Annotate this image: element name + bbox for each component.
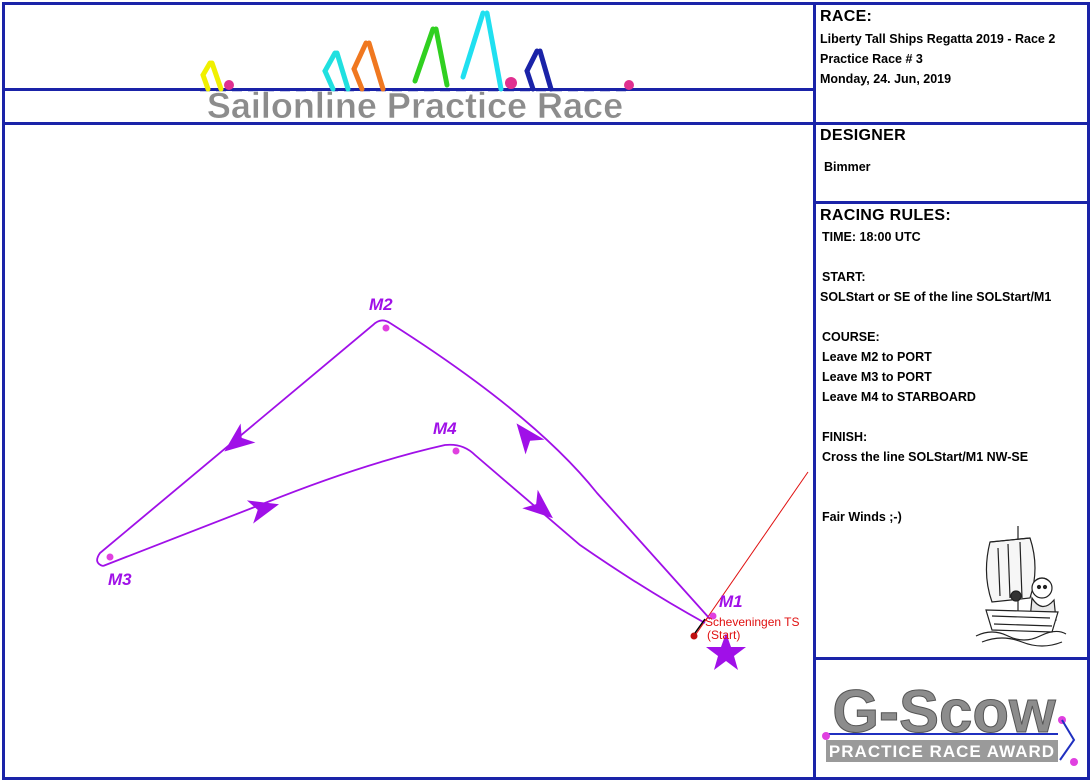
award-banner — [826, 740, 1058, 762]
start-marker — [694, 618, 706, 634]
rules-line — [820, 487, 1085, 507]
rules-award-divider — [813, 657, 1090, 660]
start-dot — [690, 632, 698, 640]
designer-rules-divider — [813, 201, 1090, 204]
course-arrow — [516, 423, 545, 455]
banner-divider — [2, 122, 816, 125]
mark-m4-label: M4 — [433, 419, 457, 438]
race-heading: RACE: — [820, 8, 873, 25]
race-date: Monday, 24. Jun, 2019 — [820, 72, 952, 86]
race-panel: RACE: Liberty Tall Ships Regatta 2019 - … — [820, 8, 1085, 89]
mark-m2-label: M2 — [369, 295, 393, 314]
mark-m2-dot — [382, 324, 390, 332]
designer-name: Bimmer — [824, 160, 871, 174]
start-sublabel: (Start) — [707, 628, 740, 642]
finish-star-icon — [706, 633, 746, 670]
rules-line — [820, 247, 1085, 267]
rules-line: COURSE: — [822, 330, 880, 344]
mark-m3-dot — [106, 553, 114, 561]
course-route-outer — [96, 319, 711, 620]
rules-line — [820, 307, 1085, 327]
rules-line: FINISH: — [822, 430, 868, 444]
rules-panel: RACING RULES: TIME: 18:00 UTC START: SOL… — [820, 207, 1085, 527]
rules-line: Leave M4 to STARBOARD — [822, 390, 976, 404]
right-column-divider — [813, 2, 816, 780]
mark-m4-dot — [452, 447, 460, 455]
banner-logo: Sailonline Practice Race — [200, 10, 634, 122]
course-map: M2 M3 M4 M1 Scheveningen TS (Start) — [96, 295, 809, 670]
course-route-inner — [102, 443, 706, 624]
designer-panel: DESIGNER Bimmer — [820, 127, 1085, 177]
rules-line: Fair Winds ;-) — [822, 510, 902, 524]
mascot-sketch — [975, 526, 1067, 647]
rules-line: Leave M2 to PORT — [822, 350, 932, 364]
mark-m3-label: M3 — [108, 570, 132, 589]
banner-title: Sailonline Practice Race — [207, 85, 623, 122]
rules-heading: RACING RULES: — [820, 207, 952, 224]
rules-line: Cross the line SOLStart/M1 NW-SE — [822, 450, 1029, 464]
race-designer-divider — [813, 122, 1090, 125]
start-line — [693, 471, 809, 638]
designer-heading: DESIGNER — [820, 127, 906, 144]
course-arrow — [522, 489, 553, 519]
sail-icon — [200, 10, 554, 92]
mark-m1-dot — [709, 612, 717, 620]
rules-line: TIME: 18:00 UTC — [822, 230, 921, 244]
race-number: Practice Race # 3 — [820, 52, 923, 66]
rules-line: Leave M3 to PORT — [822, 370, 932, 384]
rules-line: START: — [822, 270, 866, 284]
start-label: Scheveningen TS — [705, 615, 800, 629]
course-arrow — [246, 500, 279, 524]
rules-line — [820, 467, 1085, 487]
award-logo: G-Scow PRACTICE RACE AWARD — [822, 678, 1078, 766]
race-name: Liberty Tall Ships Regatta 2019 - Race 2 — [820, 32, 1056, 46]
course-arrow — [224, 423, 256, 452]
mark-m1-label: M1 — [719, 592, 743, 611]
rules-line — [820, 407, 1085, 427]
award-subtitle: PRACTICE RACE AWARD — [829, 742, 1055, 761]
rules-line: SOLStart or SE of the line SOLStart/M1 — [820, 290, 1052, 304]
